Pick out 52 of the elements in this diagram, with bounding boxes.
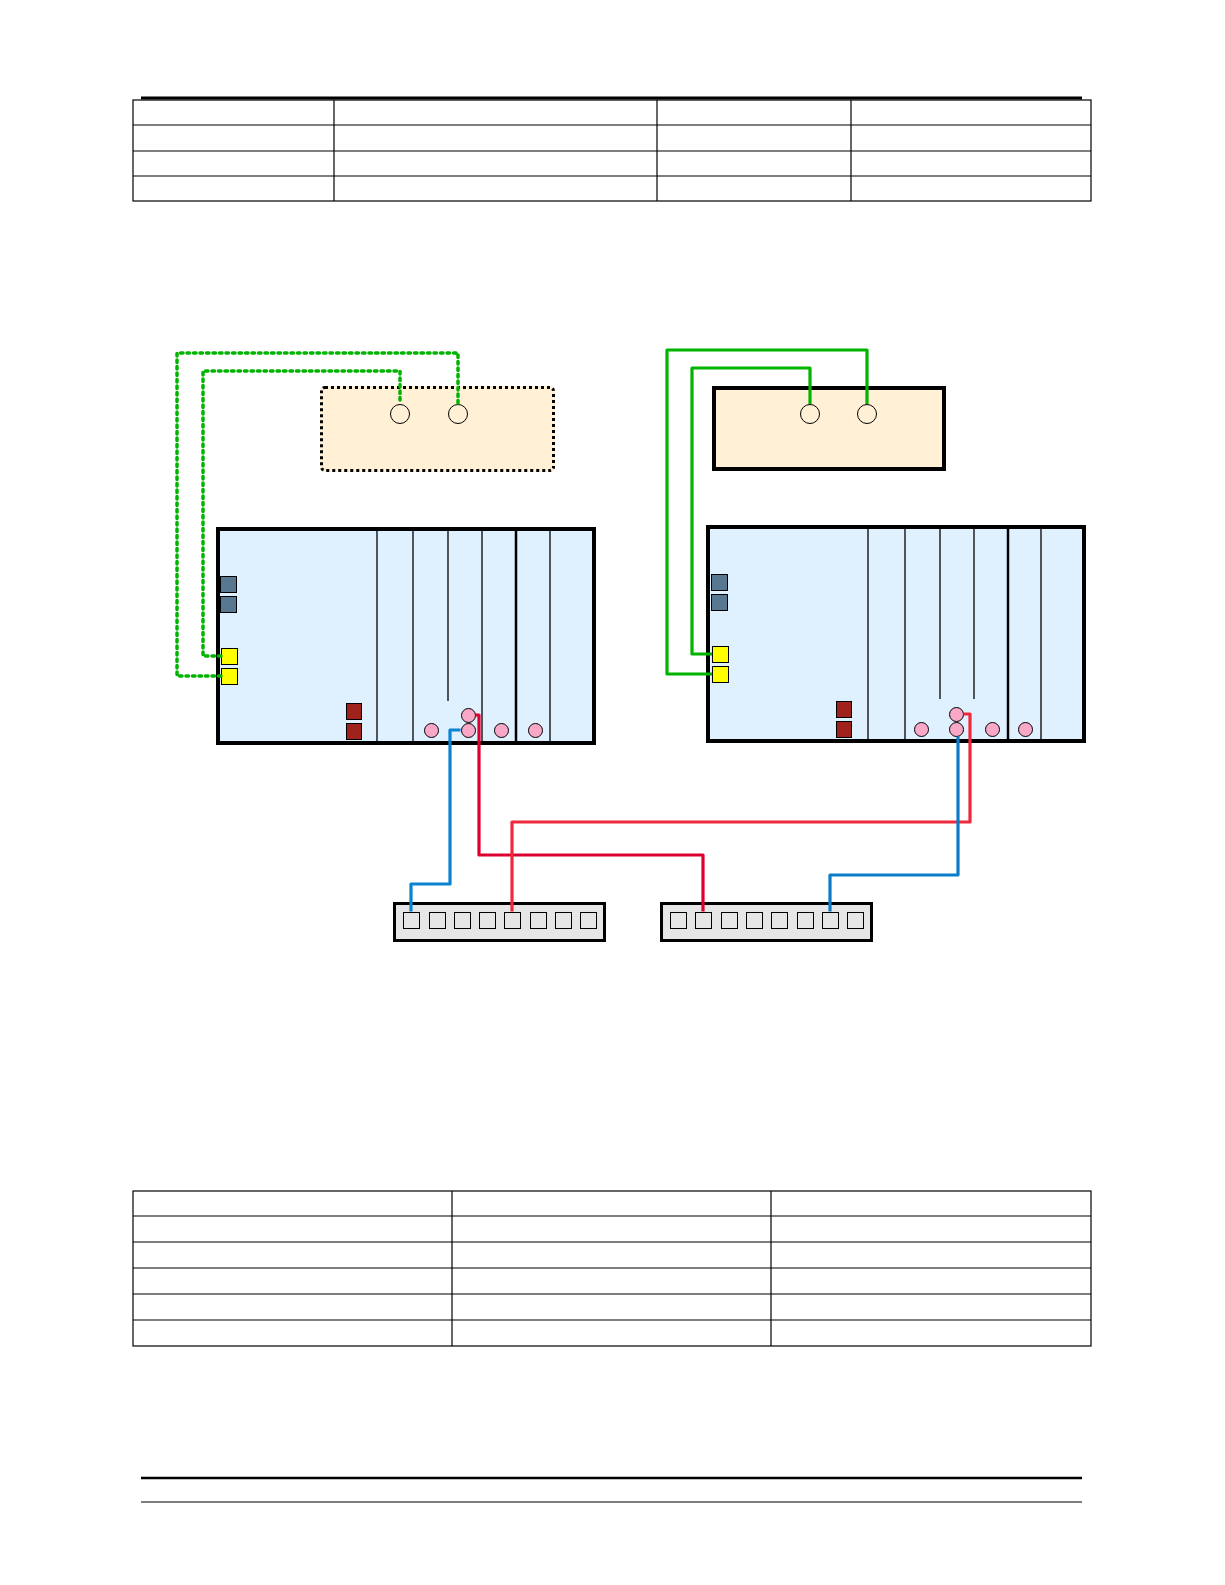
port-circle [913, 721, 929, 737]
port-square [712, 666, 729, 683]
switch-box [660, 902, 873, 942]
switch-box [393, 902, 606, 942]
cable [510, 712, 972, 912]
port-square [712, 646, 729, 663]
port-circle [493, 722, 509, 738]
port-circle [460, 707, 476, 723]
switch-port [529, 911, 547, 929]
cable [175, 351, 460, 678]
switch-port [821, 911, 839, 929]
switch-port [554, 911, 572, 929]
switch-port [694, 911, 712, 929]
cable [828, 736, 960, 912]
cable [201, 369, 402, 658]
port-circle [1017, 721, 1033, 737]
switch-port [503, 911, 521, 929]
port-square [221, 668, 238, 685]
port-circle [948, 706, 964, 722]
port-square [220, 576, 237, 593]
device-box [320, 386, 555, 472]
cable [665, 348, 869, 676]
port-square [711, 574, 728, 591]
port-square [220, 596, 237, 613]
port-circle [423, 722, 439, 738]
port-circle [527, 722, 543, 738]
switch-port [669, 911, 687, 929]
switch-port [478, 911, 496, 929]
port-square [711, 594, 728, 611]
port-circle [948, 721, 964, 737]
switch-port [796, 911, 814, 929]
port-square [836, 721, 852, 738]
switch-port [846, 911, 864, 929]
switch-port [745, 911, 763, 929]
port-square [346, 723, 362, 740]
chassis-box [216, 527, 596, 745]
port-square [221, 648, 238, 665]
switch-port [579, 911, 597, 929]
switch-port [402, 911, 420, 929]
port-square [346, 703, 362, 720]
port-circle [984, 721, 1000, 737]
port-square [836, 701, 852, 718]
cable [690, 366, 812, 656]
chassis-box [706, 525, 1086, 743]
switch-port [770, 911, 788, 929]
switch-port [428, 911, 446, 929]
switch-port [720, 911, 738, 929]
switch-port [453, 911, 471, 929]
cable [475, 713, 705, 912]
port-circle [460, 722, 476, 738]
cable [409, 728, 461, 912]
device-box [712, 386, 946, 471]
